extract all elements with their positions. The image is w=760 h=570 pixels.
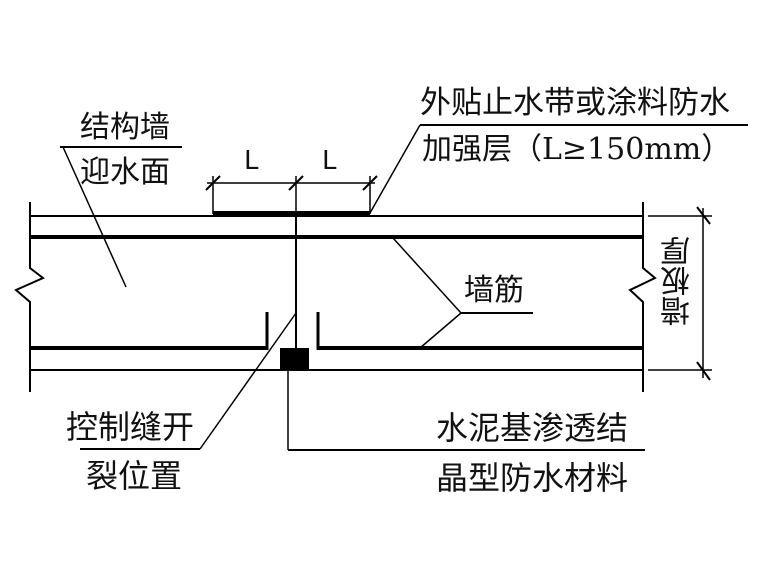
label-joint-line2: 裂位置 (86, 457, 183, 495)
dimension-tick-left (205, 175, 221, 191)
wall-right-break-line (628, 202, 657, 392)
crystalline-waterproof-block (280, 348, 309, 370)
label-material-line1: 水泥基渗透结 (436, 409, 629, 447)
leader-rebar-top (392, 237, 462, 314)
label-waterstop-line1: 外贴止水带或涂料防水 (420, 85, 730, 121)
label-wall-thickness: 墙板厚 (661, 236, 696, 326)
label-wall-face-line2: 迎水面 (80, 155, 170, 190)
wall-left-break-line (14, 202, 45, 392)
leader-joint (199, 312, 297, 450)
leader-waterstop (369, 124, 421, 214)
dimension-tick-right (362, 175, 378, 191)
dimension-tick-mid (288, 175, 304, 191)
label-rebar: 墙筋 (464, 273, 524, 308)
leader-wall-face (62, 146, 127, 288)
leader-rebar-bottom (419, 312, 462, 349)
label-dimension-left: L (244, 146, 259, 176)
thickness-tick-bottom (696, 361, 711, 381)
label-material-line2: 晶型防水材料 (436, 459, 629, 497)
label-joint-line1: 控制缝开 (66, 408, 195, 446)
thickness-tick-top (696, 206, 711, 225)
label-waterstop-line2: 加强层（L≥150mm） (422, 132, 732, 167)
label-dimension-right: L (322, 146, 337, 176)
label-wall-face-line1: 结构墙 (80, 110, 170, 145)
